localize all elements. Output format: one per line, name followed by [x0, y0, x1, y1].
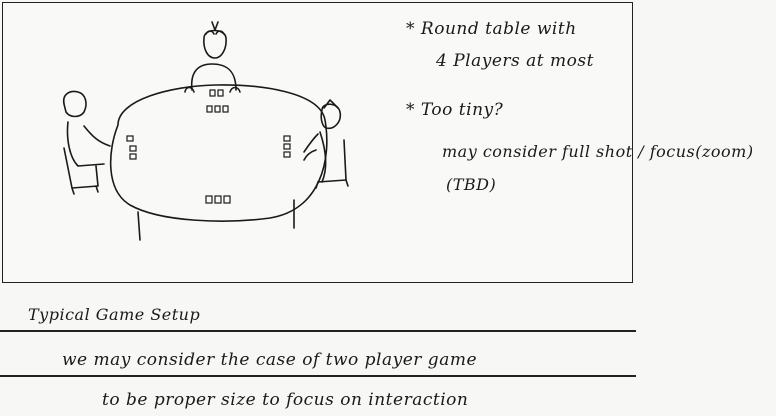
player-top	[184, 21, 241, 93]
divider-line	[0, 375, 636, 377]
note-round-table: * Round table with	[406, 19, 577, 39]
sketch-frame	[2, 2, 633, 283]
divider-line	[0, 330, 636, 332]
note-too-tiny: * Too tiny?	[406, 100, 504, 120]
body-line-1: we may consider the case of two player g…	[62, 350, 478, 370]
round-table	[109, 84, 328, 222]
player-left	[62, 90, 111, 195]
cards-bottom	[205, 195, 231, 204]
table-leg-left	[137, 211, 141, 241]
note-full-shot: may consider full shot / focus(zoom)	[442, 142, 754, 161]
player-right	[303, 99, 349, 189]
note-tbd: (TBD)	[446, 175, 497, 194]
caption-typical-setup: Typical Game Setup	[28, 305, 201, 324]
cards-top	[206, 89, 229, 113]
body-line-2: to be proper size to focus on interactio…	[102, 390, 469, 410]
cards-right	[283, 135, 291, 158]
cards-left	[126, 135, 137, 160]
note-four-players: 4 Players at most	[436, 51, 594, 71]
